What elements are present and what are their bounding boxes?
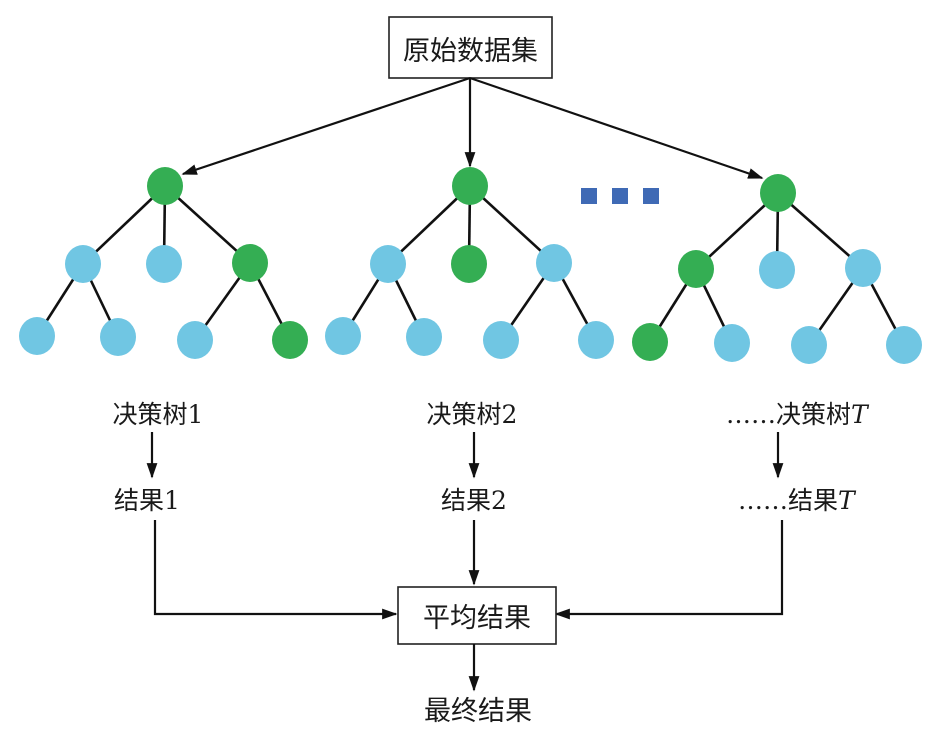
result-T-italic: T [838,486,857,515]
dataset-arrows [181,76,764,180]
tree-leaf-blue [483,321,519,359]
tree-leaf-blue [325,317,361,355]
tree-root-node [452,167,488,205]
tree-node-blue [845,249,881,287]
connector-result1-average [153,520,398,620]
tree-edge [387,185,471,265]
ellipsis-squares [581,188,659,204]
ellipsis-square [581,188,597,204]
tree-nodes [632,174,922,364]
tree-leaf-blue [406,318,442,356]
tree-result-arrows [146,432,784,479]
tree-T-name: 决策树 [776,400,851,429]
result-1-label: 结果1 [114,486,180,515]
tree-1 [19,167,308,359]
tree-node-blue [536,244,572,282]
tree-leaf-blue [886,326,922,364]
tree-edge [469,185,555,264]
tree-2 [325,167,614,359]
decision-trees [19,167,922,364]
ellipsis-square [643,188,659,204]
tree-3 [632,174,922,364]
tree-nodes [19,167,308,359]
tree-T-label: ……决策树T [726,400,870,429]
tree-node-blue [65,245,101,283]
tree-leaf-green [272,321,308,359]
tree-leaf-blue [19,317,55,355]
tree-leaf-blue [714,324,750,362]
arrow-to-tree-1 [181,76,471,176]
tree-2-label: 决策树2 [427,400,518,429]
tree-node-blue [370,245,406,283]
final-result-label: 最终结果 [424,696,532,727]
result-T-name: 结果 [788,486,838,515]
tree-nodes [325,167,614,359]
tree-leaf-blue [177,321,213,359]
result-T-prefix: …… [738,486,788,515]
average-box-label: 平均结果 [423,603,531,634]
result-T-label: ……结果T [738,486,857,515]
tree-root-node [760,174,796,212]
result-average-connectors [153,520,784,620]
tree-T-prefix: …… [726,400,776,429]
average-box: 平均结果 [397,586,557,645]
dataset-box-label: 原始数据集 [403,36,538,67]
tree-leaf-blue [791,326,827,364]
tree-node-green [451,245,487,283]
tree-edge [164,185,251,264]
tree-edge [777,192,864,269]
connector-resultT-average [554,520,784,620]
tree-node-green [232,244,268,282]
result-labels: 结果1 结果2 ……结果T [114,486,857,515]
dataset-box: 原始数据集 [388,16,553,79]
tree-edge [82,185,166,265]
tree-leaf-blue [100,318,136,356]
tree-T-italic: T [851,400,870,429]
tree-root-node [147,167,183,205]
tree-labels: 决策树1 决策树2 ……决策树T [113,400,870,429]
tree-leaf-blue [578,321,614,359]
ellipsis-square [612,188,628,204]
tree-1-label: 决策树1 [113,400,204,429]
result-2-label: 结果2 [441,486,507,515]
tree-leaf-green [632,323,668,361]
arrow-to-tree-T [469,76,764,180]
tree-node-blue [759,251,795,289]
tree-edge [695,192,779,270]
tree-node-green [678,250,714,288]
tree-node-blue [146,245,182,283]
